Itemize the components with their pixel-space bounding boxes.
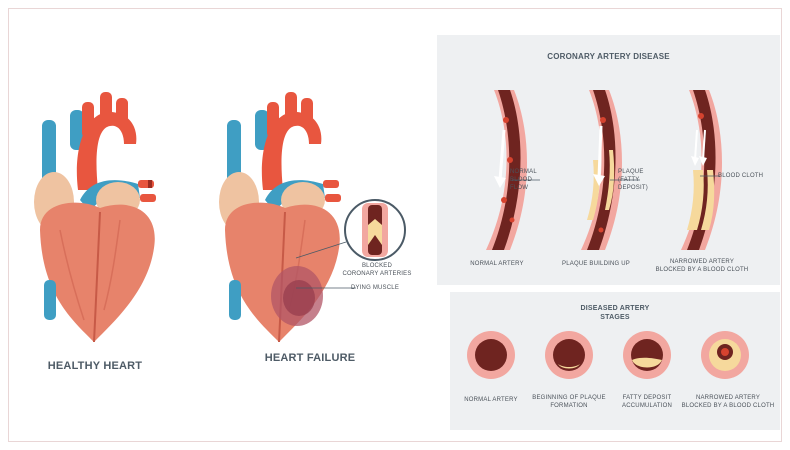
blocked-arteries-callout: BLOCKED CORONARY ARTERIES <box>342 262 412 278</box>
stages-title-line1: DISEASED ARTERY <box>450 304 780 313</box>
stage3-line2: ACCUMULATION <box>607 402 687 410</box>
blocked-line1: BLOCKED <box>342 262 412 270</box>
note-plaque-line1: PLAQUE <box>618 168 664 176</box>
stage4-line2: BLOCKED BY A BLOOD CLOTH <box>680 402 776 410</box>
heart-failure-illustration <box>205 80 355 350</box>
note-blood-cloth: BLOOD CLOTH <box>718 172 764 180</box>
stage-caption-1: NORMAL ARTERY <box>451 396 531 404</box>
note-normal-line2: BLOOD FLOW <box>510 176 546 192</box>
stage4-line1: NARROWED ARTERY <box>680 394 776 402</box>
healthy-heart-illustration <box>20 80 170 350</box>
stages-title-line2: STAGES <box>450 313 780 322</box>
note-cloth-line1: BLOOD CLOTH <box>718 172 764 180</box>
heart-failure-label: HEART FAILURE <box>255 352 365 364</box>
caption-normal-line1: NORMAL ARTERY <box>462 260 532 268</box>
caption-narrowed-line2: BLOCKED BY A BLOOD CLOTH <box>652 266 752 274</box>
stage-caption-4: NARROWED ARTERY BLOCKED BY A BLOOD CLOTH <box>680 394 776 410</box>
dying-muscle-callout: DYING MUSCLE <box>345 284 405 292</box>
caption-narrowed-artery: NARROWED ARTERY BLOCKED BY A BLOOD CLOTH <box>652 258 752 274</box>
note-plaque: PLAQUE (FATTY DEPOSIT) <box>618 168 664 192</box>
stage-narrowed-artery <box>700 330 750 380</box>
caption-normal-artery: NORMAL ARTERY <box>462 260 532 268</box>
note-normal-blood-flow: NORMAL BLOOD FLOW <box>510 168 546 192</box>
stage1-line1: NORMAL ARTERY <box>451 396 531 404</box>
note-plaque-line2: (FATTY DEPOSIT) <box>618 176 664 192</box>
cad-title: CORONARY ARTERY DISEASE <box>437 52 780 61</box>
caption-narrowed-line1: NARROWED ARTERY <box>652 258 752 266</box>
stage-normal-artery <box>466 330 516 380</box>
stage-caption-3: FATTY DEPOSIT ACCUMULATION <box>607 394 687 410</box>
stage-fatty-deposit <box>622 330 672 380</box>
stage2-line2: FORMATION <box>529 402 609 410</box>
stages-title: DISEASED ARTERY STAGES <box>450 304 780 322</box>
caption-plaque-line1: PLAQUE BUILDING UP <box>556 260 636 268</box>
stage-caption-2: BEGINNING OF PLAQUE FORMATION <box>529 394 609 410</box>
blocked-line2: CORONARY ARTERIES <box>342 270 412 278</box>
stage2-line1: BEGINNING OF PLAQUE <box>529 394 609 402</box>
stage3-line1: FATTY DEPOSIT <box>607 394 687 402</box>
note-normal-line1: NORMAL <box>510 168 546 176</box>
healthy-heart-label: HEALTHY HEART <box>40 360 150 372</box>
stage-beginning-plaque <box>544 330 594 380</box>
caption-plaque-building: PLAQUE BUILDING UP <box>556 260 636 268</box>
